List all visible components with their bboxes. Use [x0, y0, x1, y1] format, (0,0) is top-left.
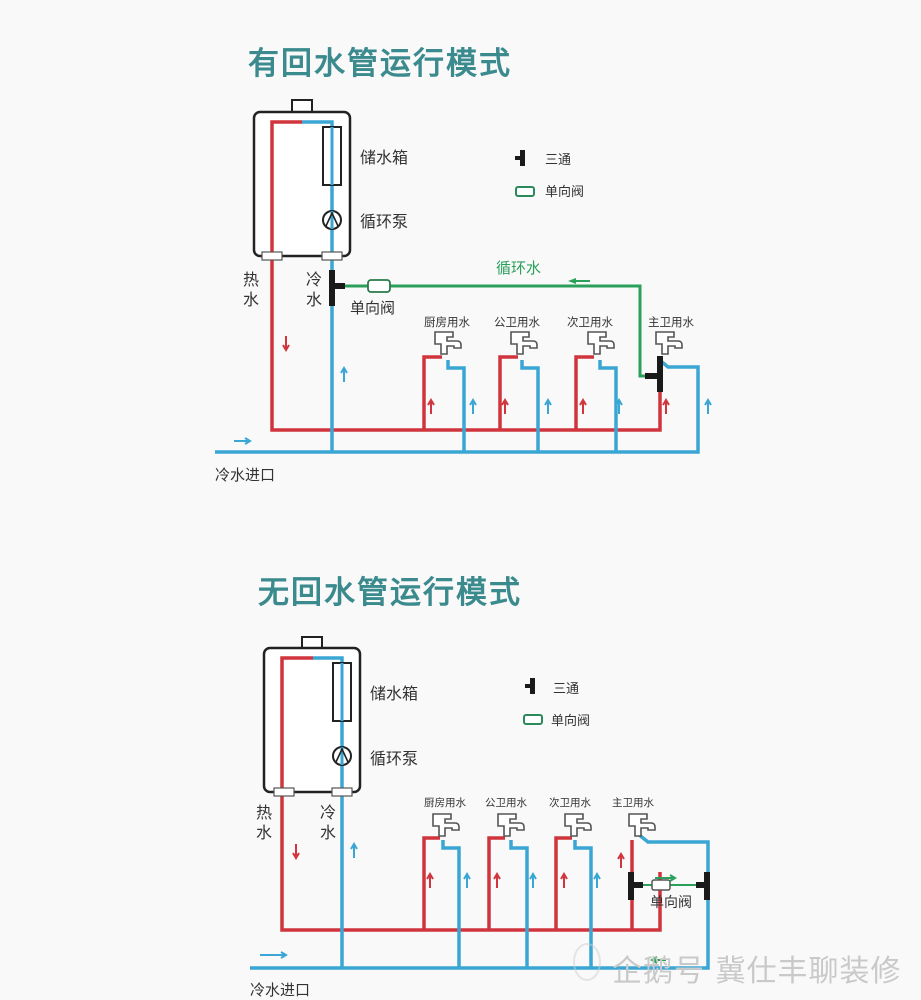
check-valve-label: 单向阀: [350, 299, 395, 317]
fixture-label-kitchen: 厨房用水: [424, 315, 470, 329]
pump-icon: [322, 210, 342, 230]
faucet-icon: [587, 331, 615, 355]
tee-legend-icon: [520, 150, 525, 166]
diagram-2-title: 无回水管运行模式: [258, 575, 522, 611]
flow-arrows: [260, 842, 666, 964]
recirculation-label: 循环水: [496, 259, 541, 277]
diagram-1-title: 有回水管运行模式: [248, 46, 512, 82]
legend-check-valve-label: 单向阀: [551, 713, 590, 729]
pump-label: 循环泵: [360, 212, 408, 231]
fixture-label-second-bath: 次卫用水: [549, 796, 591, 809]
tee-fitting-icon: [704, 872, 710, 900]
pump-icon: [332, 746, 352, 766]
cold-inlet-label: 冷水进口: [215, 466, 275, 484]
penguin-watermark-icon: [573, 943, 601, 981]
cold-water-label: 冷: [306, 270, 322, 289]
tee-fitting-icon: [329, 270, 345, 306]
faucet-icon: [434, 331, 462, 355]
tee-fitting-icon: [628, 872, 634, 900]
check-valve-icon: [651, 879, 671, 891]
cold-water-pipe: [250, 656, 710, 970]
faucet-icon: [564, 813, 592, 837]
hot-water-label-2: 水: [243, 290, 259, 309]
faucet-icon: [497, 813, 525, 837]
cold-inlet-fitting: [321, 251, 343, 261]
fixture-label-master-bath: 主卫用水: [648, 315, 694, 329]
cold-water-label-2: 水: [320, 823, 336, 842]
fixture-label-kitchen: 厨房用水: [424, 796, 466, 809]
fixture-label-second-bath: 次卫用水: [567, 315, 613, 329]
diagram-1: 三通 单向阀 储水箱 循环泵 热 水 冷 水 单向阀 循环水 厨房用水 公卫用水…: [215, 99, 712, 484]
hot-outlet-fitting: [273, 787, 295, 797]
faucet-icon: [655, 331, 683, 355]
hot-water-label-2: 水: [256, 823, 272, 842]
bypass-check-valve: [628, 872, 710, 900]
faucet-icon: [510, 331, 538, 355]
faucet-icon: [432, 813, 460, 837]
legend: 三通 单向阀: [523, 678, 590, 729]
fixture-label-master-bath: 主卫用水: [612, 797, 654, 809]
hot-outlet-fitting: [261, 251, 283, 261]
hot-water-label: 热: [243, 270, 259, 289]
tee-legend-icon: [530, 678, 535, 694]
check-valve-legend-icon: [523, 714, 543, 725]
legend-check-valve-label: 单向阀: [545, 184, 584, 200]
cold-inlet-fitting: [331, 787, 353, 797]
fixture-label-public-bath: 公卫用水: [494, 315, 540, 329]
hot-water-pipe: [280, 656, 662, 932]
legend: 三通 单向阀: [515, 150, 584, 200]
pump-label: 循环泵: [370, 749, 418, 768]
check-valve-legend-icon: [515, 186, 535, 197]
cold-water-pipe: [215, 120, 700, 454]
check-valve-label: 单向阀: [650, 895, 692, 911]
cold-inlet-label: 冷水进口: [250, 981, 310, 999]
hot-water-label: 热: [256, 803, 272, 822]
storage-tank-label: 储水箱: [360, 148, 408, 167]
faucet-icon: [628, 813, 656, 837]
legend-tee-label: 三通: [545, 153, 571, 168]
tee-fitting-icon: [645, 356, 663, 392]
flow-arrows: [234, 336, 712, 445]
watermark: 企鹅号 冀仕丰聊装修: [612, 954, 902, 989]
legend-tee-label: 三通: [553, 682, 579, 697]
diagram-2: 三通 单向阀 储水箱 循环泵 热 水 冷 水 单向阀 厨房用水 公卫用水 次卫用…: [250, 636, 710, 999]
storage-tank-label: 储水箱: [370, 684, 418, 703]
cold-water-label: 冷: [320, 803, 336, 822]
hot-water-pipe: [270, 120, 662, 432]
fixture-label-public-bath: 公卫用水: [485, 797, 527, 809]
cold-water-label-2: 水: [306, 290, 322, 309]
check-valve-icon: [367, 279, 391, 293]
